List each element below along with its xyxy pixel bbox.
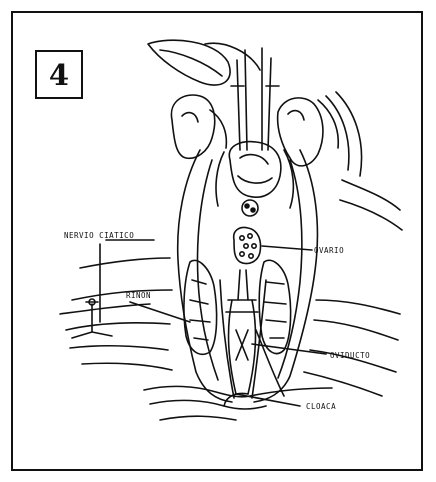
oviduct bbox=[229, 270, 256, 394]
label-rinon: RIÑON bbox=[126, 291, 151, 300]
cloaca-region bbox=[144, 386, 332, 396]
right-shoulder bbox=[278, 98, 323, 166]
neck-tube bbox=[237, 48, 271, 150]
label-oviducto: OVIDUCTO bbox=[330, 351, 370, 360]
left-shoulder bbox=[171, 95, 214, 158]
small-organ bbox=[242, 200, 258, 216]
label-ovario: OVARIO bbox=[314, 246, 344, 255]
label-cloaca: CLOACA bbox=[306, 402, 336, 411]
upper-organ bbox=[229, 142, 281, 198]
upper-flap bbox=[148, 40, 230, 85]
label-nervio-ciatico: NERVIO CIATICO bbox=[64, 231, 134, 240]
